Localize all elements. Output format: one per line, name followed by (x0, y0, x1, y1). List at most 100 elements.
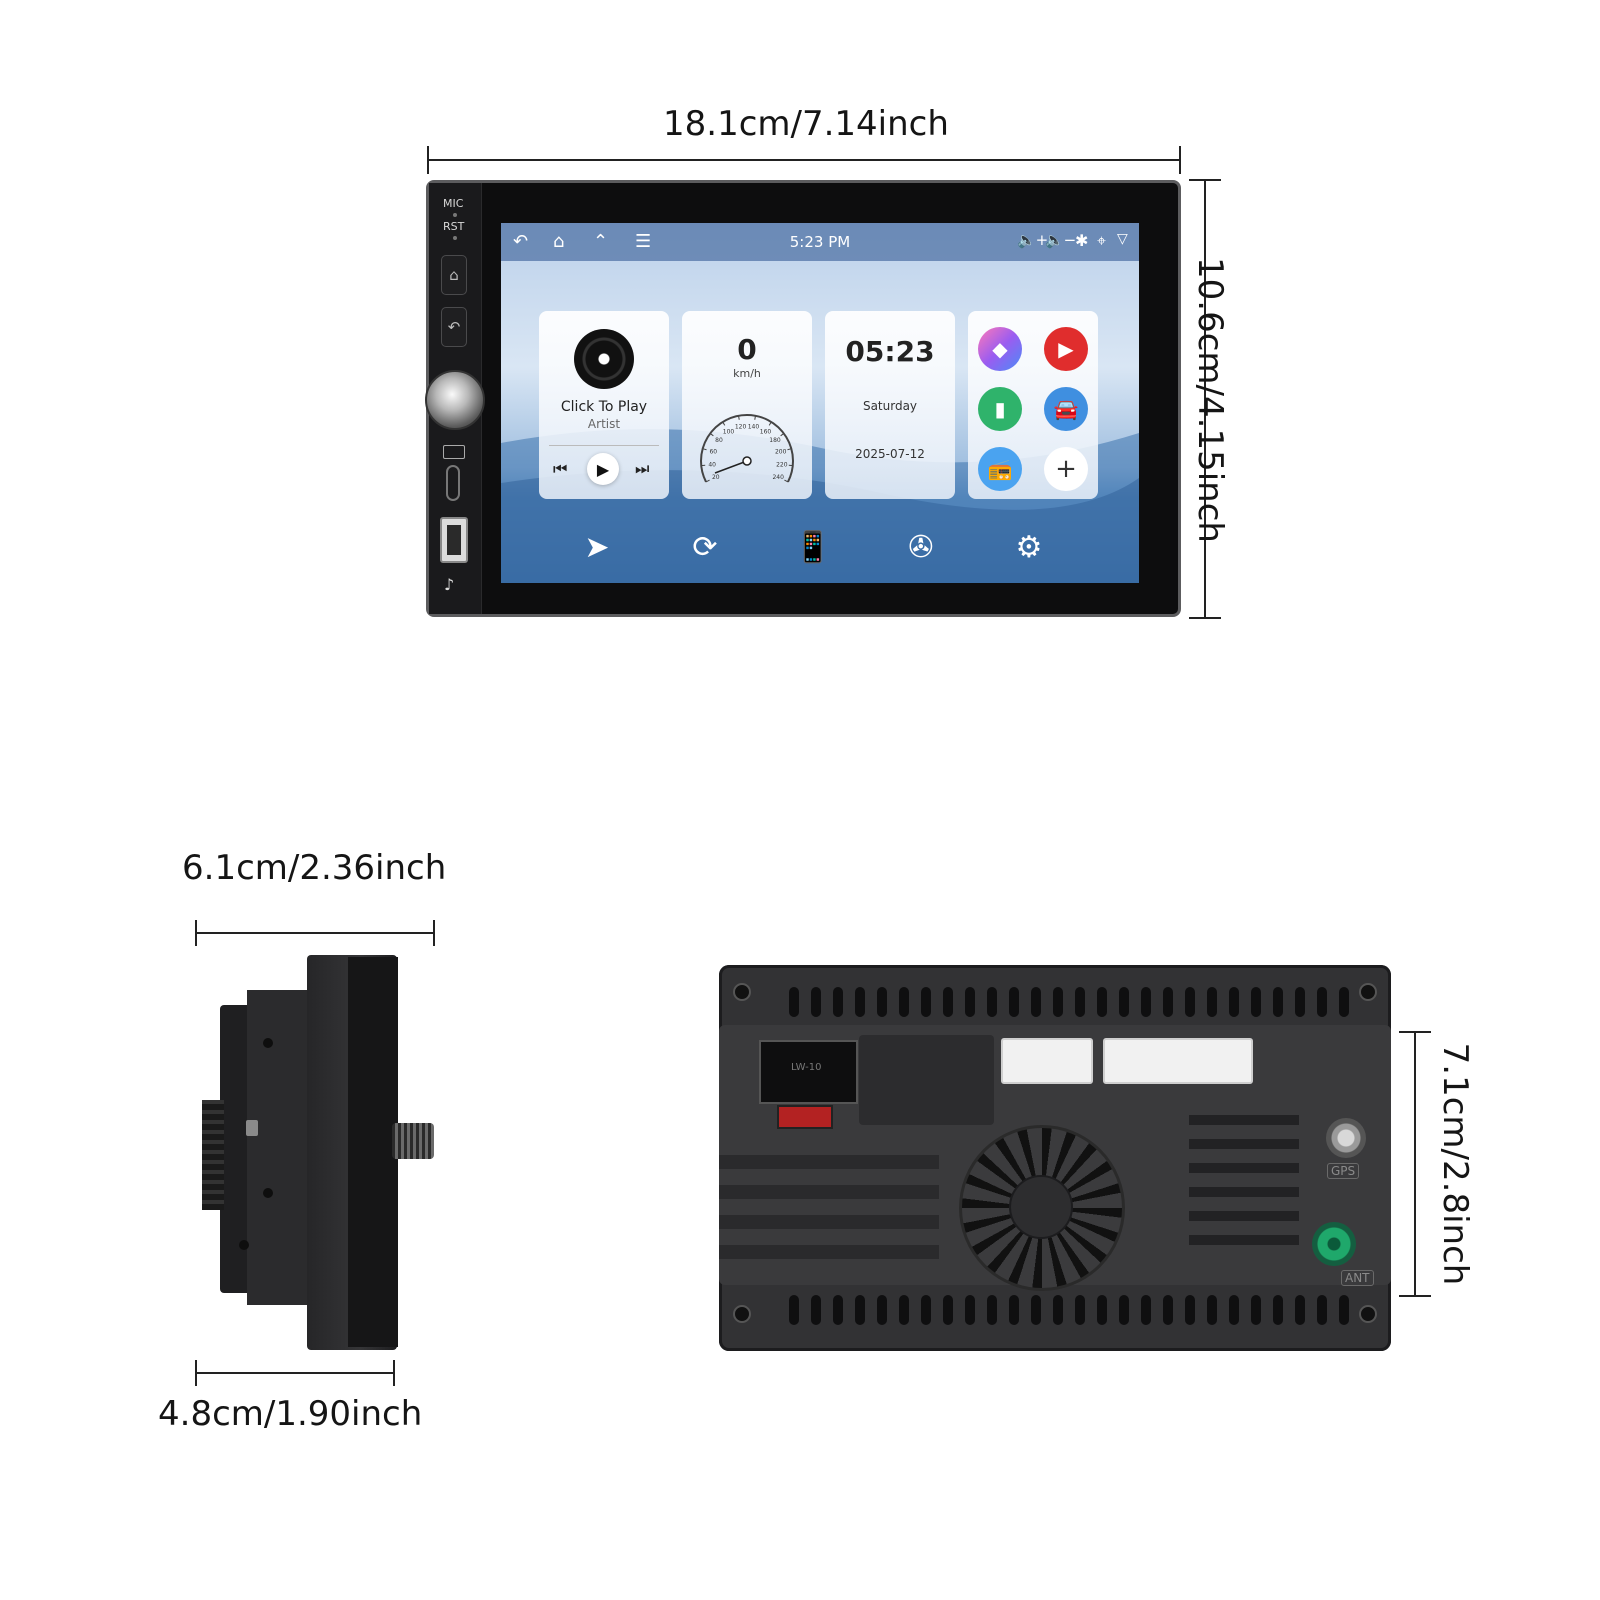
clock-card[interactable]: 05:23 Saturday 2025-07-12 (825, 311, 955, 499)
mount-hole (263, 1188, 273, 1198)
vent-slot (1317, 1295, 1327, 1325)
phone-link-icon[interactable]: 📱 (794, 529, 832, 565)
previous-track-icon[interactable]: ⏮ (553, 459, 568, 478)
vent-slot (1229, 987, 1239, 1017)
music-artist: Artist (587, 417, 621, 431)
usb-c-port[interactable] (446, 465, 460, 501)
heat-fin (1189, 1139, 1299, 1149)
vent-slot (943, 1295, 953, 1325)
media-player-icon[interactable]: ⟳ (692, 529, 718, 565)
volume-down-icon[interactable]: 🔈− (1045, 231, 1077, 249)
head-unit-rear: LW-10 GPS ANT (719, 965, 1391, 1351)
red-fuse (777, 1105, 833, 1129)
vent-slot (1163, 987, 1173, 1017)
navigation-icon[interactable]: ➤ (584, 529, 610, 565)
vent-slot (877, 987, 887, 1017)
mic-label: MIC (443, 197, 464, 210)
vent-slot (1207, 1295, 1217, 1325)
apps-card: ◆ ▶ ▮ 🚘 📻 + (968, 311, 1098, 499)
gauge-tick-label: 140 (748, 424, 760, 431)
equalizer-icon[interactable]: ▮ (978, 387, 1022, 431)
side-screw (246, 1120, 258, 1136)
back-hardware-button[interactable]: ↶ (441, 307, 467, 347)
gauge-tick-label: 20 (712, 474, 720, 481)
menu-icon[interactable]: ☰ (635, 231, 652, 252)
gauge-arc (700, 414, 794, 483)
back-arrow-icon[interactable]: ↶ (513, 231, 529, 252)
clock-date: 2025-07-12 (855, 447, 925, 461)
vent-slot (921, 1295, 931, 1325)
vent-slot (1295, 1295, 1305, 1325)
usb-a-port[interactable] (440, 517, 468, 563)
home-icon[interactable]: ⌂ (553, 231, 565, 252)
side-fin-block (202, 1100, 224, 1210)
white-connector-small (1001, 1038, 1093, 1084)
gauge-tick (768, 421, 772, 426)
play-button[interactable]: ▶ (587, 453, 619, 485)
radio-icon[interactable]: 📻 (978, 447, 1022, 491)
vent-slot (1339, 987, 1349, 1017)
music-divider (549, 445, 659, 446)
vent-slot (943, 987, 953, 1017)
vent-slot (1075, 987, 1085, 1017)
head-unit-front: MIC RST ⌂ ↶ ♪ ↶ ⌂ ⌃ ☰ 5:23 PM 🔈+ 🔈− (425, 180, 1181, 617)
vent-slot (987, 1295, 997, 1325)
rear-blank-plate (859, 1035, 994, 1125)
vent-slot (1141, 987, 1151, 1017)
gauge-tick-label: 40 (708, 461, 716, 468)
gauge-tick-label: 180 (769, 437, 781, 444)
gauge-tick-label: 100 (723, 428, 735, 435)
app-store-icon[interactable]: ◆ (978, 327, 1022, 371)
gauge-tick-label: 80 (715, 437, 723, 444)
mic-hole (453, 213, 457, 217)
iso-connector: LW-10 (759, 1040, 858, 1104)
youtube-icon[interactable]: ▶ (1044, 327, 1088, 371)
gauge-tick (702, 448, 707, 451)
rst-hole[interactable] (453, 236, 457, 240)
status-clock: 5:23 PM (789, 233, 851, 251)
vent-slot (1119, 1295, 1129, 1325)
vent-slot (1339, 1295, 1349, 1325)
heat-fin (1189, 1235, 1299, 1245)
gps-label: GPS (1327, 1163, 1360, 1179)
gps-port[interactable] (1326, 1118, 1366, 1158)
gauge-tick (780, 433, 785, 437)
vinyl-record-icon (574, 329, 634, 389)
side-bottom-dimension-line (195, 1360, 395, 1386)
add-app-icon[interactable]: + (1044, 447, 1088, 491)
vent-slot (1009, 987, 1019, 1017)
double-chevron-up-icon[interactable]: ⌃ (593, 231, 609, 252)
vent-slot (921, 987, 931, 1017)
rst-label[interactable]: RST (443, 220, 465, 233)
home-icon: ⌂ (449, 266, 459, 284)
speed-value: 0 (737, 333, 757, 366)
vent-slot (855, 1295, 865, 1325)
volume-knob[interactable] (425, 370, 485, 430)
gauge-needle (714, 460, 748, 474)
vent-slot (1097, 1295, 1107, 1325)
car-icon[interactable]: 🚘 (1044, 387, 1088, 431)
gauge-tick (754, 415, 756, 420)
heat-fin (1189, 1115, 1299, 1125)
home-hardware-button[interactable]: ⌂ (441, 255, 467, 295)
gauge-tick-label: 200 (775, 449, 787, 456)
clock-day: Saturday (862, 399, 918, 413)
vent-slot (1141, 1295, 1151, 1325)
video-reel-icon[interactable]: ✇ (908, 529, 934, 565)
next-track-icon[interactable]: ⏭ (635, 459, 650, 478)
music-card[interactable]: Click To Play Artist ⏮ ▶ ⏭ (539, 311, 669, 499)
gauge-tick-label: 160 (760, 428, 772, 435)
vent-slot (1251, 1295, 1261, 1325)
antenna-port[interactable] (1312, 1222, 1356, 1266)
settings-gear-icon[interactable]: ⚙ (1015, 529, 1043, 565)
gauge-hub (742, 456, 752, 466)
clock-time: 05:23 (845, 335, 935, 368)
touch-screen[interactable]: ↶ ⌂ ⌃ ☰ 5:23 PM 🔈+ 🔈− ✱ ⌖ ▽ Click To Pla… (501, 223, 1139, 583)
gauge-tick (722, 421, 726, 426)
vent-slot (1229, 1295, 1239, 1325)
vent-slot (1295, 987, 1305, 1017)
side-front-face (348, 957, 398, 1347)
bottom-dock: ➤ ⟳ 📱 ✇ ⚙ (501, 513, 1139, 583)
volume-up-icon[interactable]: 🔈+ (1017, 231, 1049, 249)
